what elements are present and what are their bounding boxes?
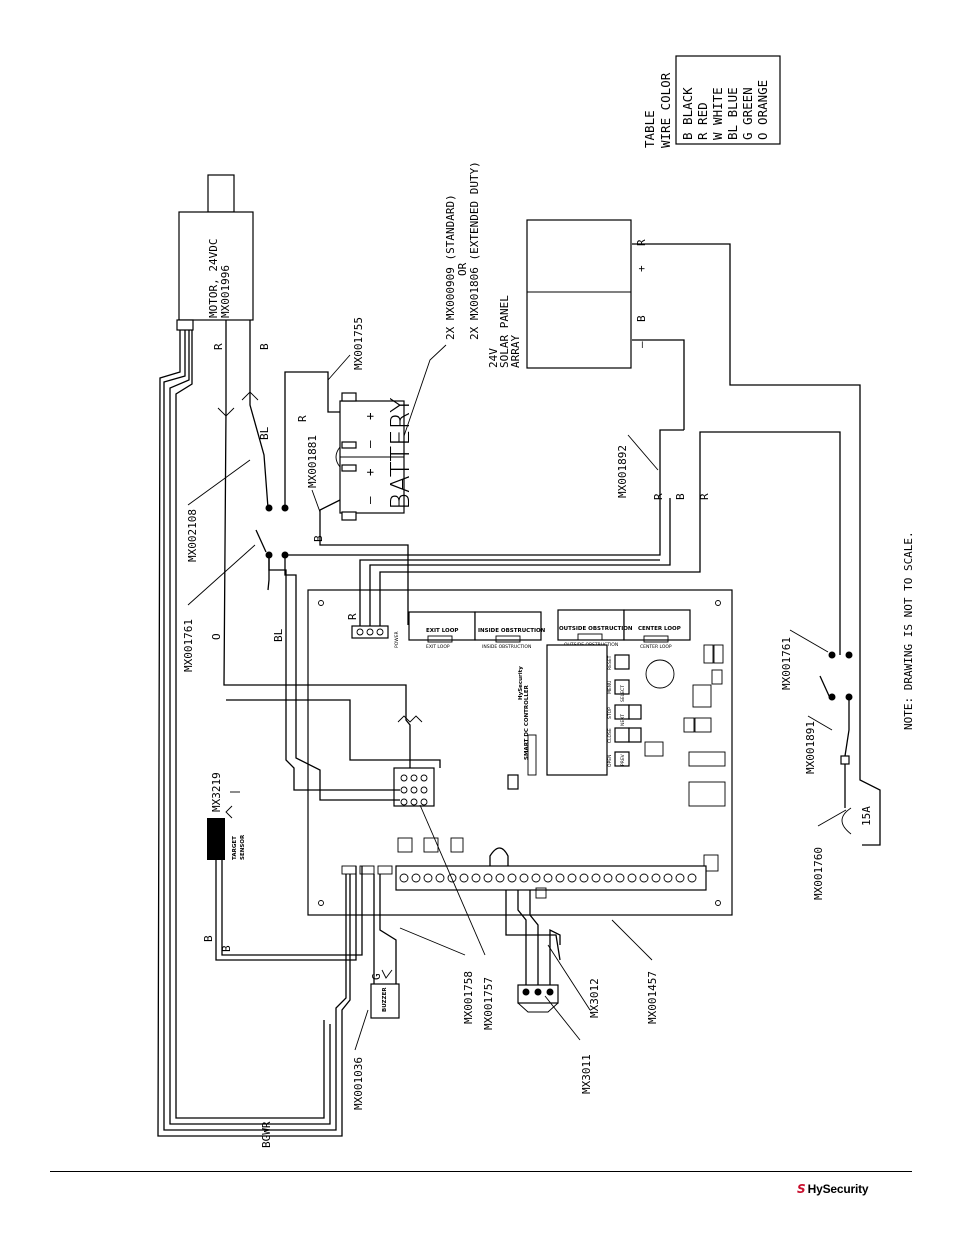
battery-callout-1: 2X MX000909 (STANDARD) bbox=[444, 194, 457, 340]
btn-reset-label: RESET bbox=[607, 655, 613, 670]
part-mx3012: MX3012 bbox=[588, 978, 601, 1018]
switch-right bbox=[819, 651, 853, 701]
wire-bottom-colors: BGWR bbox=[260, 1121, 273, 1148]
part-mx001036: MX001036 bbox=[352, 1057, 365, 1110]
part-mx001891: MX001891 bbox=[804, 721, 817, 774]
fuse: 15A bbox=[840, 755, 873, 835]
part-mx001761-left: MX001761 bbox=[182, 619, 195, 672]
footer-rule bbox=[50, 1171, 912, 1172]
wire-b-bat: B bbox=[312, 535, 325, 542]
btn-prev-label: PREV bbox=[620, 753, 626, 766]
solar-minus: – bbox=[635, 341, 648, 348]
solar-array: ARRAY bbox=[509, 335, 522, 368]
wire-g-buzz: G bbox=[370, 973, 383, 980]
wire-r-mid2: R bbox=[698, 493, 711, 500]
solar-plus: + bbox=[635, 265, 648, 272]
part-mx001757: MX001757 bbox=[482, 977, 495, 1030]
wire-b-left2: B bbox=[220, 945, 233, 952]
wire-o-left: O bbox=[210, 633, 223, 640]
outside-obstruction-label: OUTSIDE OBSTRUCTION bbox=[559, 626, 633, 632]
fuse-label: 15A bbox=[860, 806, 873, 826]
target-sensor-label-1: TARGET bbox=[232, 836, 238, 860]
part-mx001457: MX001457 bbox=[646, 971, 659, 1024]
buzzer-label: BUZZER bbox=[382, 987, 388, 1012]
wire-r-solar: R bbox=[635, 239, 648, 246]
wire-r-mid1: R bbox=[652, 493, 665, 500]
controller-board: EXIT LOOP INSIDE OBSTRUCTION OUTSIDE OBS… bbox=[307, 589, 733, 916]
footer-brand-text: HySecurity bbox=[807, 1182, 869, 1196]
wire-b-mid: B bbox=[674, 493, 687, 500]
part-mx3219: MX3219 bbox=[210, 772, 223, 812]
btn-next-label: NEXT bbox=[620, 714, 626, 726]
solar-label: SOLAR PANEL bbox=[498, 295, 511, 368]
inside-obstruction-label: INSIDE OBSTRUCTION bbox=[478, 628, 546, 634]
btn-select-label: SELECT bbox=[620, 685, 626, 702]
table-row-blue: BL BLUE bbox=[725, 87, 740, 140]
scale-note: NOTE: DRAWING IS NOT TO SCALE. bbox=[902, 531, 915, 730]
battery-minus-1: – bbox=[362, 440, 377, 448]
btn-menu-label: MENU bbox=[607, 681, 613, 694]
battery-callout-3: 2X MX001806 (EXTENDED DUTY) bbox=[468, 161, 481, 340]
inside-obstruction-sub: INSIDE OBSTRUCTION bbox=[482, 644, 531, 650]
table-subtitle: WIRE COLOR bbox=[658, 72, 673, 148]
table-row-black: B BLACK bbox=[680, 87, 695, 140]
table-row-white: W WHITE bbox=[710, 87, 725, 140]
target-sensor-label-2: SENSOR bbox=[240, 834, 246, 860]
wire-b-motor: B bbox=[258, 343, 271, 350]
solar-voltage: 24V bbox=[487, 348, 500, 368]
switch-left bbox=[255, 504, 289, 559]
btn-stop-label: STOP bbox=[607, 707, 613, 719]
motor-part-number: MX001996 bbox=[219, 265, 232, 318]
footer-brand: S HySecurity bbox=[797, 1180, 869, 1198]
part-mx001758: MX001758 bbox=[462, 971, 475, 1024]
part-mx001760: MX001760 bbox=[812, 847, 825, 900]
part-mx3011: MX3011 bbox=[580, 1054, 593, 1094]
battery-minus-2: – bbox=[362, 496, 377, 504]
btn-open-label: OPEN bbox=[607, 755, 613, 767]
center-loop-sub: CENTER LOOP bbox=[640, 644, 672, 650]
btn-close-label: CLOSE bbox=[607, 728, 613, 743]
battery-callout-2: OR bbox=[456, 262, 469, 276]
board-brand: HySecurity bbox=[518, 666, 524, 700]
battery-plus-1: + bbox=[362, 412, 377, 420]
part-mx001881: MX001881 bbox=[306, 435, 319, 488]
wire-color-table: TABLE WIRE COLOR B BLACK R RED W WHITE B… bbox=[642, 55, 781, 148]
wire-bl-left: BL bbox=[272, 628, 285, 642]
connector-mx3011 bbox=[517, 984, 559, 1013]
controller-name: SMART DC CONTROLLER bbox=[524, 684, 530, 760]
part-mx001892: MX001892 bbox=[616, 445, 629, 498]
buzzer: BUZZER bbox=[370, 983, 400, 1019]
part-mx001755: MX001755 bbox=[352, 317, 365, 370]
wire-b-solar: B bbox=[635, 315, 648, 322]
part-mx001761-right: MX001761 bbox=[780, 637, 793, 690]
part-mx002108: MX002108 bbox=[186, 509, 199, 562]
center-loop-label: CENTER LOOP bbox=[638, 626, 681, 632]
motor-label: MOTOR, 24VDC bbox=[207, 239, 220, 318]
target-sensor: TARGET SENSOR bbox=[207, 818, 246, 860]
battery-pack: BATTERY + – + – bbox=[335, 392, 416, 521]
table-row-red: R RED bbox=[695, 102, 710, 140]
wire-bl-top: BL bbox=[258, 426, 271, 440]
wire-r-bat: R bbox=[296, 415, 309, 422]
power-label: POWER bbox=[394, 631, 400, 648]
table-row-orange: O ORANGE bbox=[755, 80, 770, 140]
table-title: TABLE bbox=[642, 110, 657, 148]
wire-b-left1: B bbox=[202, 935, 215, 942]
hysecurity-logo-icon: S bbox=[797, 1182, 806, 1196]
wire-r-motor: R bbox=[212, 343, 225, 350]
exit-loop-sub: EXIT LOOP bbox=[426, 644, 450, 650]
battery-plus-2: + bbox=[362, 468, 377, 476]
motor: MOTOR, 24VDC MX001996 bbox=[176, 174, 254, 331]
wire-r-board: R bbox=[346, 613, 359, 620]
exit-loop-label: EXIT LOOP bbox=[426, 628, 458, 634]
solar-panel: 24V SOLAR PANEL ARRAY – + bbox=[487, 219, 648, 369]
table-row-green: G GREEN bbox=[740, 87, 755, 140]
